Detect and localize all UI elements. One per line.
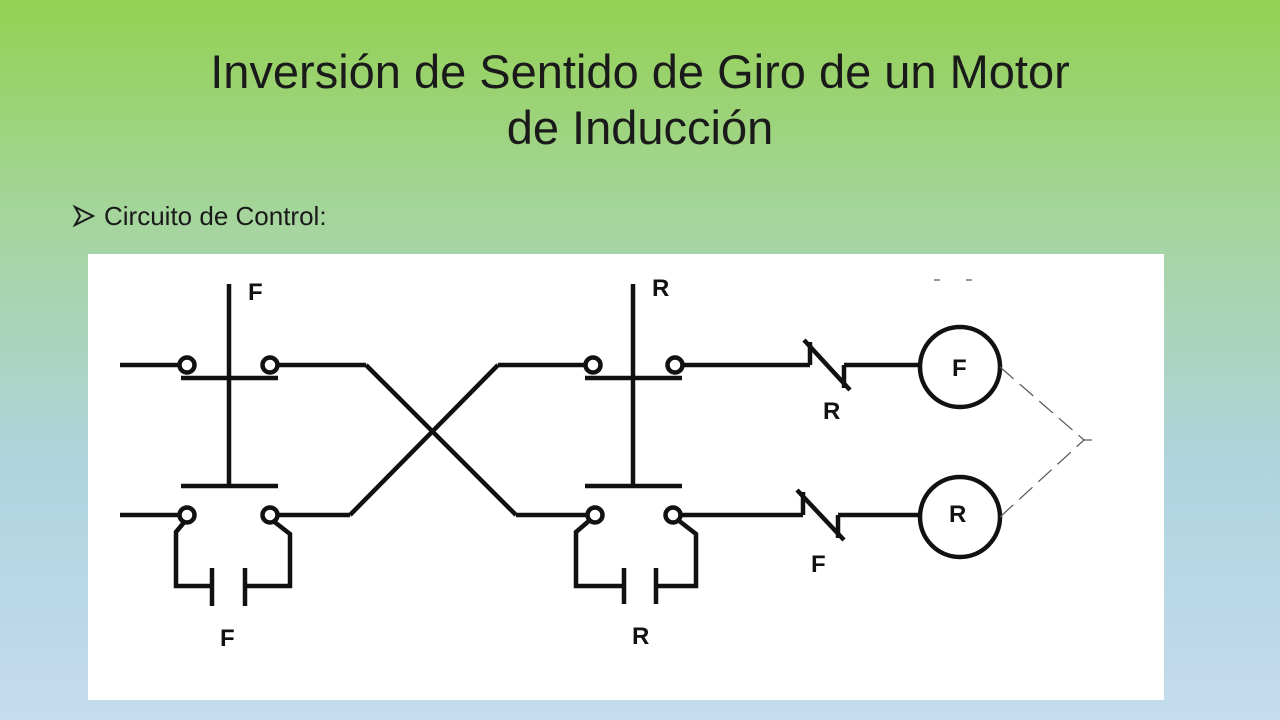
interlock-top-label: R <box>823 398 840 425</box>
forward-seal-in-contact <box>173 518 293 606</box>
bullet-item: Circuito de Control: <box>72 198 327 234</box>
arrowhead-bullet-icon <box>72 204 96 228</box>
slide-title: Inversión de Sentido de Giro de un Motor… <box>60 44 1220 156</box>
title-line-2: de Inducción <box>506 101 774 154</box>
title-line-1: Inversión de Sentido de Giro de un Motor <box>210 45 1070 98</box>
mechanical-interlock-link <box>934 279 1092 518</box>
interlock-contact-bottom <box>795 488 920 542</box>
forward-button-label: F <box>248 279 263 306</box>
forward-pushbutton <box>181 284 278 489</box>
reverse-seal-label: R <box>632 623 649 650</box>
crossover-wire <box>364 363 518 517</box>
reverse-button-label: R <box>652 275 669 302</box>
reverse-pushbutton <box>585 284 682 489</box>
control-circuit-diagram: F F R <box>88 254 1164 700</box>
bullet-text: Circuito de Control: <box>104 200 327 231</box>
crossover-wire <box>348 363 500 517</box>
reverse-seal-in-contact <box>573 518 699 604</box>
interlock-bottom-label: F <box>811 551 826 578</box>
interlock-contact-top <box>802 338 920 392</box>
circuit-svg: F F R <box>120 275 1092 652</box>
forward-seal-label: F <box>220 625 235 652</box>
reverse-coil-label: R <box>949 501 966 528</box>
forward-coil-label: F <box>952 355 967 382</box>
terminals <box>177 355 685 525</box>
